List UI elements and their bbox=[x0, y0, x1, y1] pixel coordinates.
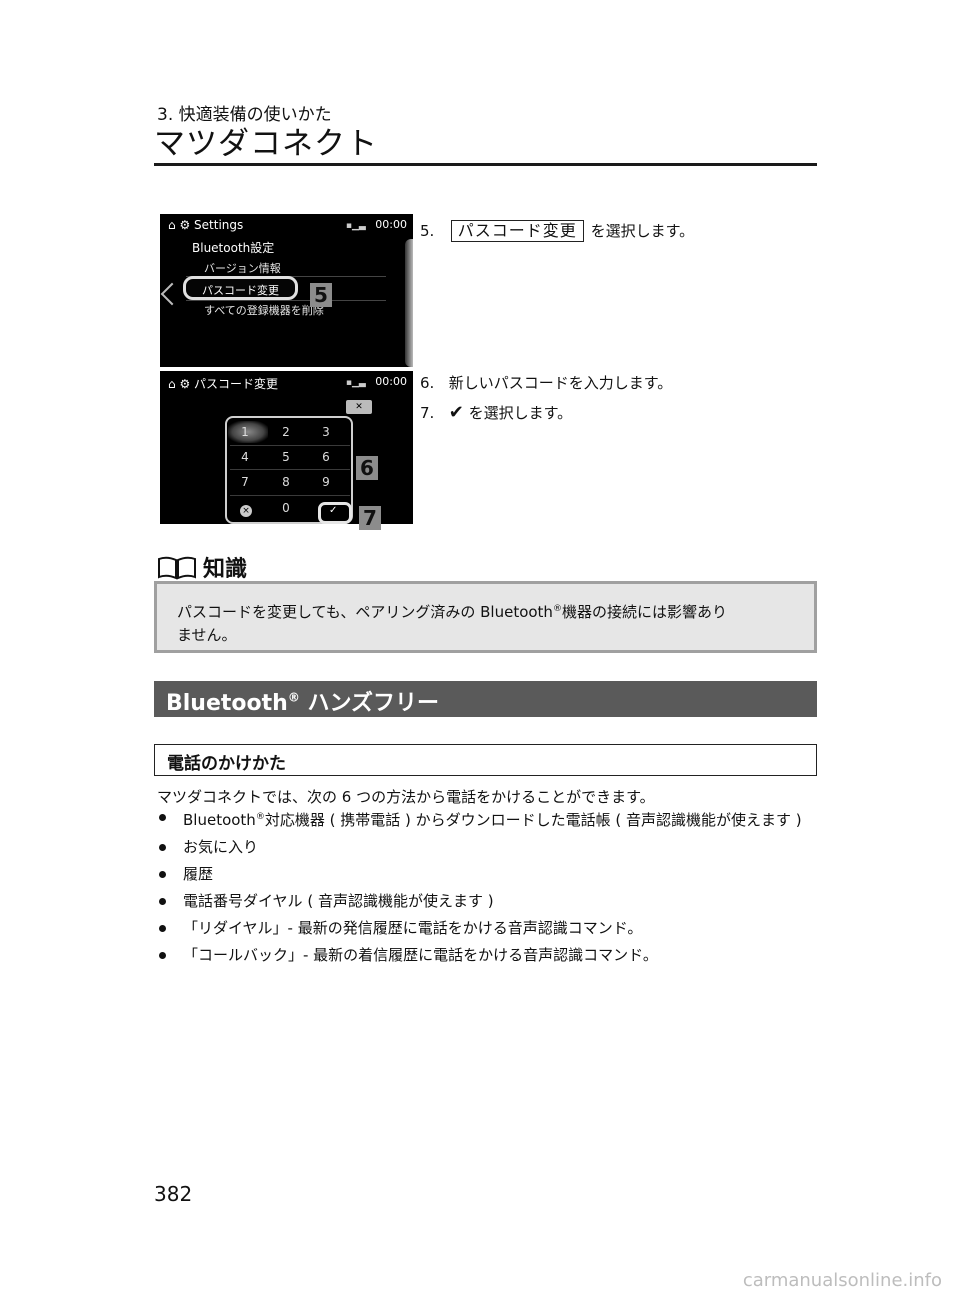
key-3: 3 bbox=[322, 425, 330, 439]
gear-icon: ⚙ bbox=[179, 377, 191, 391]
list-item: 電話番号ダイヤル ( 音声認識機能が使えます ) bbox=[157, 890, 822, 912]
section-banner: Bluetooth® ハンズフリー bbox=[154, 681, 817, 717]
gear-icon: ⚙ bbox=[179, 218, 191, 232]
header-divider bbox=[154, 163, 817, 166]
method-list: Bluetooth®対応機器 ( 携帯電話 ) からダウンロードした電話帳 ( … bbox=[157, 806, 822, 971]
menu-item-delete-all: すべての登録機器を削除 bbox=[204, 304, 324, 317]
menu-item-passcode-selected: パスコード変更 bbox=[183, 276, 298, 300]
check-icon: ✔ bbox=[448, 402, 464, 423]
home-icon: ⌂ bbox=[168, 377, 176, 391]
screen-clock: 00:00 bbox=[375, 218, 407, 231]
keypad-row-line bbox=[230, 495, 350, 496]
step-5: 5. パスコード変更 を選択します。 bbox=[420, 220, 695, 242]
key-2: 2 bbox=[282, 425, 290, 439]
watermark: carmanualsonline.info bbox=[742, 1270, 942, 1291]
screen-title: Settings bbox=[194, 218, 244, 232]
chevron-left-icon bbox=[160, 282, 184, 306]
chapter-label: 3. 快適装備の使いかた bbox=[157, 105, 332, 125]
key-0: 0 bbox=[282, 501, 290, 515]
keypad-row-line bbox=[230, 469, 350, 470]
callout-5: 5 bbox=[310, 283, 332, 307]
list-item: Bluetooth®対応機器 ( 携帯電話 ) からダウンロードした電話帳 ( … bbox=[157, 806, 822, 831]
settings-screen-image: ⌂ ⚙ Settings ▪▁▃ 00:00 Bluetooth設定 バージョン… bbox=[160, 214, 413, 367]
check-icon: ✓ bbox=[329, 505, 338, 516]
passcode-change-key-label: パスコード変更 bbox=[450, 220, 584, 242]
key-7: 7 bbox=[241, 475, 249, 489]
menu-heading: Bluetooth設定 bbox=[192, 241, 275, 255]
callout-7: 7 bbox=[359, 506, 381, 530]
key-5: 5 bbox=[282, 450, 290, 464]
list-item: お気に入り bbox=[157, 836, 822, 858]
enter-key: ✓ bbox=[318, 502, 352, 524]
home-icon: ⌂ bbox=[168, 218, 176, 232]
screen-clock: 00:00 bbox=[375, 375, 407, 388]
callout-6: 6 bbox=[356, 456, 378, 480]
screen-title: パスコード変更 bbox=[194, 377, 279, 391]
book-icon bbox=[158, 556, 196, 580]
key-1: 1 bbox=[241, 425, 249, 439]
key-9: 9 bbox=[322, 475, 330, 489]
keypad-row-line bbox=[230, 445, 350, 446]
step-7: 7. ✔ を選択します。 bbox=[420, 402, 573, 423]
key-highlight bbox=[228, 421, 268, 443]
intro-text: マツダコネクトでは、次の 6 つの方法から電話をかけることができます。 bbox=[157, 788, 655, 806]
passcode-screen-image: ⌂ ⚙ パスコード変更 ▪▁▃ 00:00 ✕ 1 2 3 4 5 6 7 8 … bbox=[160, 371, 413, 524]
list-item: 履歴 bbox=[157, 863, 822, 885]
scroll-edge bbox=[405, 239, 413, 367]
keypad bbox=[225, 416, 353, 524]
step-6: 6. 新しいパスコードを入力します。 bbox=[420, 374, 673, 392]
screen-top-bar: ⌂ ⚙ パスコード変更 ▪▁▃ 00:00 bbox=[160, 371, 413, 393]
knowledge-heading: 知識 bbox=[157, 551, 247, 582]
menu-item-version: バージョン情報 bbox=[204, 262, 281, 275]
knowledge-note: パスコードを変更しても、ペアリング済みの Bluetooth®機器の接続には影響… bbox=[154, 581, 817, 653]
page-title: マツダコネクト bbox=[154, 126, 378, 162]
signal-icon: ▪▁▃ bbox=[345, 221, 366, 231]
backspace-icon: ✕ bbox=[346, 400, 372, 414]
list-item: 「コールバック」- 最新の着信履歴に電話をかける音声認識コマンド。 bbox=[157, 944, 822, 966]
screen-top-bar: ⌂ ⚙ Settings ▪▁▃ 00:00 bbox=[160, 214, 413, 236]
sub-heading: 電話のかけかた bbox=[154, 744, 817, 776]
key-6: 6 bbox=[322, 450, 330, 464]
key-4: 4 bbox=[241, 450, 249, 464]
page-number: 382 bbox=[154, 1182, 193, 1206]
menu-separator bbox=[186, 300, 386, 301]
clear-icon: × bbox=[240, 505, 252, 517]
list-item: 「リダイヤル」- 最新の発信履歴に電話をかける音声認識コマンド。 bbox=[157, 917, 822, 939]
signal-icon: ▪▁▃ bbox=[345, 378, 366, 388]
key-8: 8 bbox=[282, 475, 290, 489]
